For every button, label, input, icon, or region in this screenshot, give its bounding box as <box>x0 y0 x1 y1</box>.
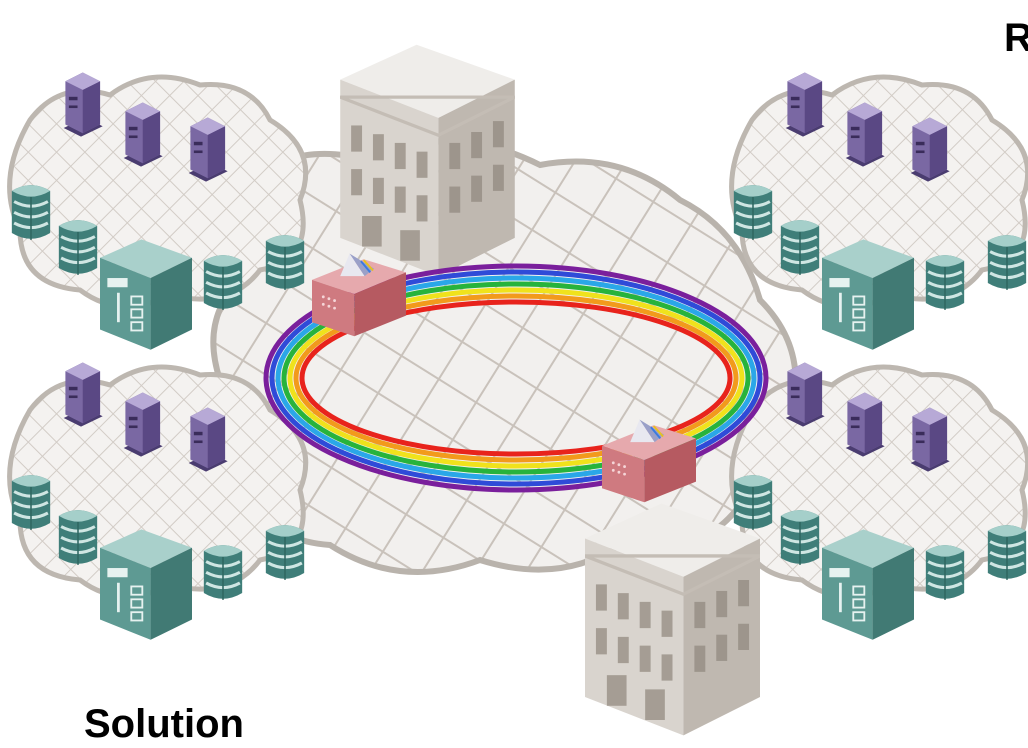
wavelength-ring <box>263 263 769 493</box>
lan-cluster-top-right <box>732 73 1028 350</box>
title-fragment-label: R <box>1004 16 1028 60</box>
office-building-icon <box>340 43 515 276</box>
solution-label: Solution <box>84 702 244 746</box>
office-building-icon <box>585 501 760 738</box>
lan-cluster-bottom-right <box>732 363 1028 640</box>
lan-cluster-bottom-left <box>10 363 306 640</box>
